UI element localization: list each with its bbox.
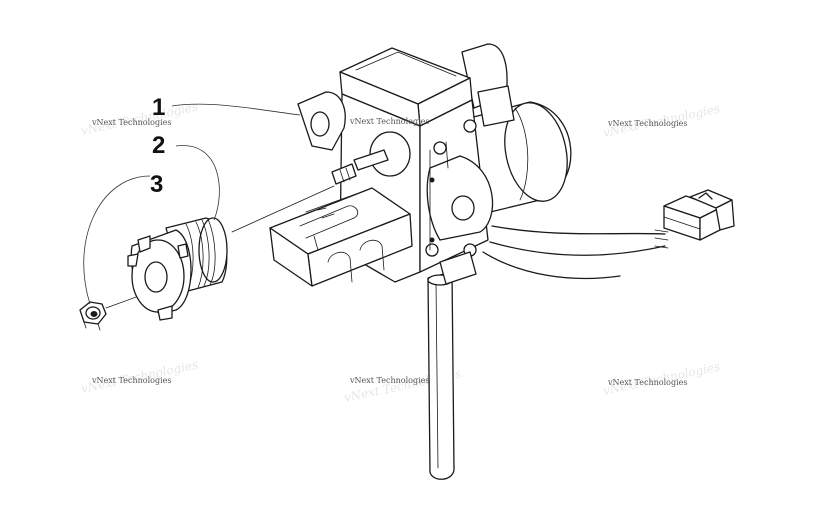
leader-line-1 (171, 103, 301, 116)
watermark-label: vNext Technologies (349, 117, 429, 126)
electrical-connector (663, 189, 735, 241)
mounting-bracket (269, 187, 413, 287)
leader-line-3 (83, 175, 151, 305)
leader-line-2 (175, 145, 220, 221)
wire-harness (482, 225, 669, 280)
castellated-nut (127, 229, 192, 321)
motor-cylinder (461, 43, 572, 215)
leader-lines (83, 103, 301, 305)
callouts: 1 2 3 (150, 94, 165, 198)
callout-3: 3 (150, 171, 163, 198)
watermark-label: vNext Technologies (349, 376, 429, 385)
hex-nut (79, 301, 107, 331)
watermark-label: vNext Technologies (91, 118, 171, 127)
callout-1: 1 (152, 94, 165, 121)
actuator-rod (427, 271, 455, 480)
watermarks: vNext Technologies vNext Technologies vN… (91, 117, 687, 387)
callout-2: 2 (152, 132, 165, 159)
watermark-label: vNext Technologies (91, 376, 171, 385)
watermark-label: vNext Technologies (607, 119, 687, 128)
watermark-label: vNext Technologies (607, 378, 687, 387)
